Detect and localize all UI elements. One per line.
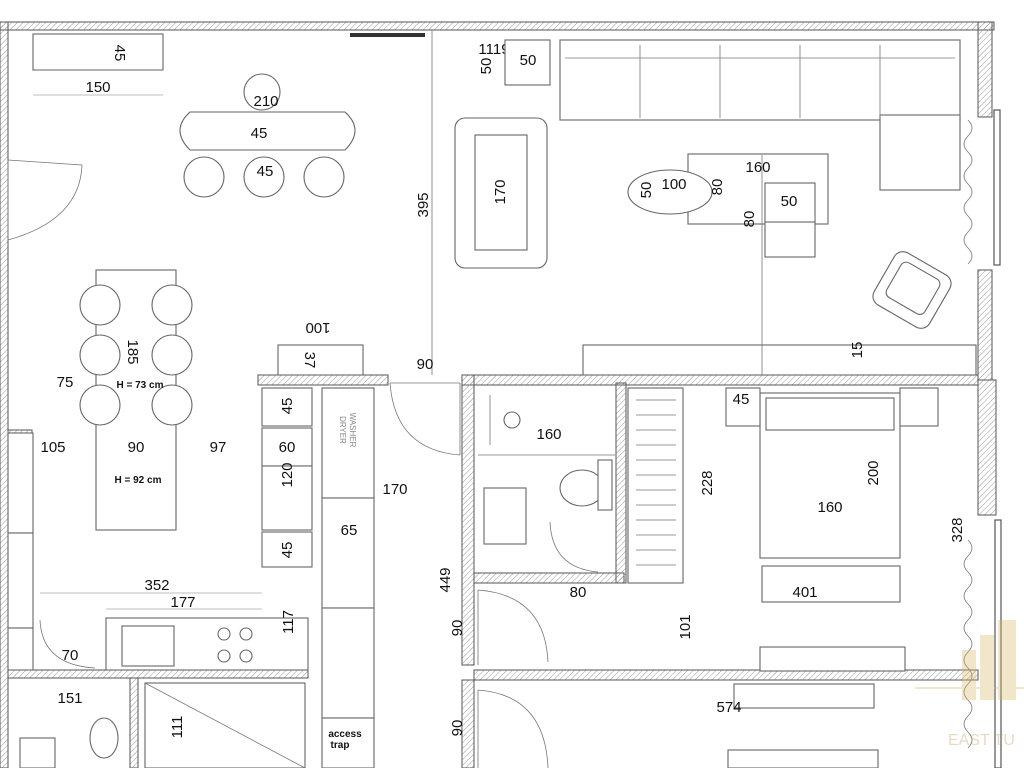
dim-90-island: 90 — [128, 439, 145, 456]
dim-90-f: 90 — [449, 720, 466, 737]
dim-50-d: 50 — [781, 193, 798, 210]
loveseat — [454, 117, 548, 269]
dim-185: 185 — [124, 339, 141, 364]
height-label-73: H = 73 cm — [117, 380, 164, 391]
dim-151: 151 — [57, 690, 82, 707]
dim-105: 105 — [40, 439, 65, 456]
dim-328: 328 — [949, 517, 966, 542]
second-bedroom — [477, 683, 879, 768]
dim-574: 574 — [716, 699, 741, 716]
dim-37: 37 — [301, 352, 318, 369]
watermark-text: EAST TU — [948, 732, 1015, 749]
dim-75: 75 — [57, 374, 74, 391]
laundry-column — [321, 387, 375, 768]
hall-door — [389, 382, 461, 456]
dim-60: 60 — [279, 439, 296, 456]
dim-45-table: 45 — [251, 125, 268, 142]
dim-177: 177 — [170, 594, 195, 611]
dim-101: 101 — [677, 614, 694, 639]
bedroom-door — [477, 589, 549, 665]
access-label: access — [328, 729, 362, 740]
dim-45-d: 45 — [279, 542, 296, 559]
bathroom-main — [478, 395, 615, 573]
dim-50-b: 50 — [520, 52, 537, 69]
exterior-walls — [0, 21, 1002, 768]
bathroom-lower — [19, 682, 306, 768]
height-label-92: H = 92 cm — [115, 475, 162, 486]
washer-label: WASHER — [348, 413, 357, 448]
kitchen-cabinets — [261, 387, 313, 568]
dim-449: 449 — [437, 567, 454, 592]
dim-80-a: 80 — [709, 179, 726, 196]
entry-door — [7, 159, 83, 241]
dim-97: 97 — [210, 439, 227, 456]
dim-200: 200 — [865, 460, 882, 485]
wall-cabinet-top — [32, 33, 164, 71]
dim-45-top: 45 — [111, 45, 128, 62]
dining-table-long — [79, 269, 193, 531]
dim-120: 120 — [279, 462, 296, 487]
dim-401: 401 — [792, 584, 817, 601]
dim-80-c: 80 — [570, 584, 587, 601]
dim-80-b: 80 — [741, 211, 758, 228]
dim-352: 352 — [144, 577, 169, 594]
recliner-chair — [872, 251, 952, 329]
dim-228: 228 — [699, 470, 716, 495]
dim-170-sofa: 170 — [492, 179, 509, 204]
wardrobe — [627, 387, 684, 584]
kitchen-counter — [105, 617, 309, 671]
tv-cabinet — [277, 344, 364, 376]
watermark-logo: EAST TU — [915, 620, 1024, 749]
dim-1119: 1119 — [478, 41, 509, 58]
bedroom-bed — [725, 387, 939, 672]
dim-210: 210 — [253, 93, 278, 110]
dim-90-door: 90 — [417, 356, 434, 373]
side-table-top — [504, 39, 551, 86]
dim-45-c: 45 — [279, 398, 296, 415]
dim-70: 70 — [62, 647, 79, 664]
dim-50-a: 50 — [478, 58, 495, 75]
dim-100: 100 — [661, 176, 686, 193]
dryer-label: DRYER — [338, 416, 347, 444]
curtain-right — [963, 119, 973, 265]
dim-111: 111 — [169, 716, 186, 739]
dim-100-tv: 100 — [305, 319, 330, 336]
media-unit — [582, 344, 977, 376]
dim-45-bed: 45 — [733, 391, 750, 408]
dim-160-table: 160 — [745, 159, 770, 176]
dim-395: 395 — [415, 192, 432, 217]
dim-170-hall: 170 — [382, 481, 407, 498]
dim-15: 15 — [849, 342, 866, 359]
dim-65: 65 — [341, 522, 358, 539]
curtain-right-lower — [963, 539, 973, 749]
sectional-sofa — [559, 39, 961, 191]
dim-45-chairs: 45 — [257, 163, 274, 180]
dim-117: 117 — [280, 610, 297, 634]
dim-150: 150 — [85, 79, 110, 96]
dim-160-bed: 160 — [817, 499, 842, 516]
trap-label: trap — [331, 740, 350, 751]
dining-table-round — [179, 73, 356, 198]
dim-160-bath: 160 — [536, 426, 561, 443]
dim-90-e: 90 — [449, 620, 466, 637]
dim-50-c: 50 — [638, 182, 655, 199]
left-storage — [7, 432, 34, 671]
pantry-door — [39, 619, 96, 669]
coffee-tables — [627, 153, 829, 258]
